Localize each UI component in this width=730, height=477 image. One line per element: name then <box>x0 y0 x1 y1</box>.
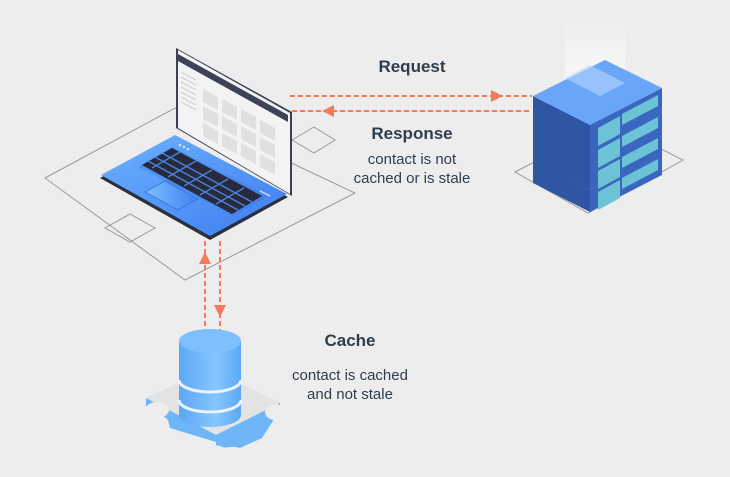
cache-label: Cache <box>324 331 376 350</box>
cache-note-line1: contact is cached <box>292 367 408 384</box>
response-note-line1: contact is not <box>367 151 457 168</box>
laptop-platform <box>44 107 357 281</box>
response-label: Response <box>371 124 453 143</box>
cache-to-laptop-arrow <box>199 241 211 331</box>
cache-note-line2: and not stale <box>307 386 393 403</box>
laptop-to-cache-arrow <box>214 241 226 331</box>
database-gear-icon <box>145 329 285 459</box>
response-arrow <box>292 105 532 117</box>
keyboard <box>142 148 262 214</box>
request-arrow <box>290 90 532 102</box>
response-note-line2: cached or is stale <box>353 170 471 187</box>
server-rack-icon <box>533 10 662 212</box>
database-icon <box>177 329 243 427</box>
request-label: Request <box>378 57 446 76</box>
laptop-icon <box>100 48 292 240</box>
